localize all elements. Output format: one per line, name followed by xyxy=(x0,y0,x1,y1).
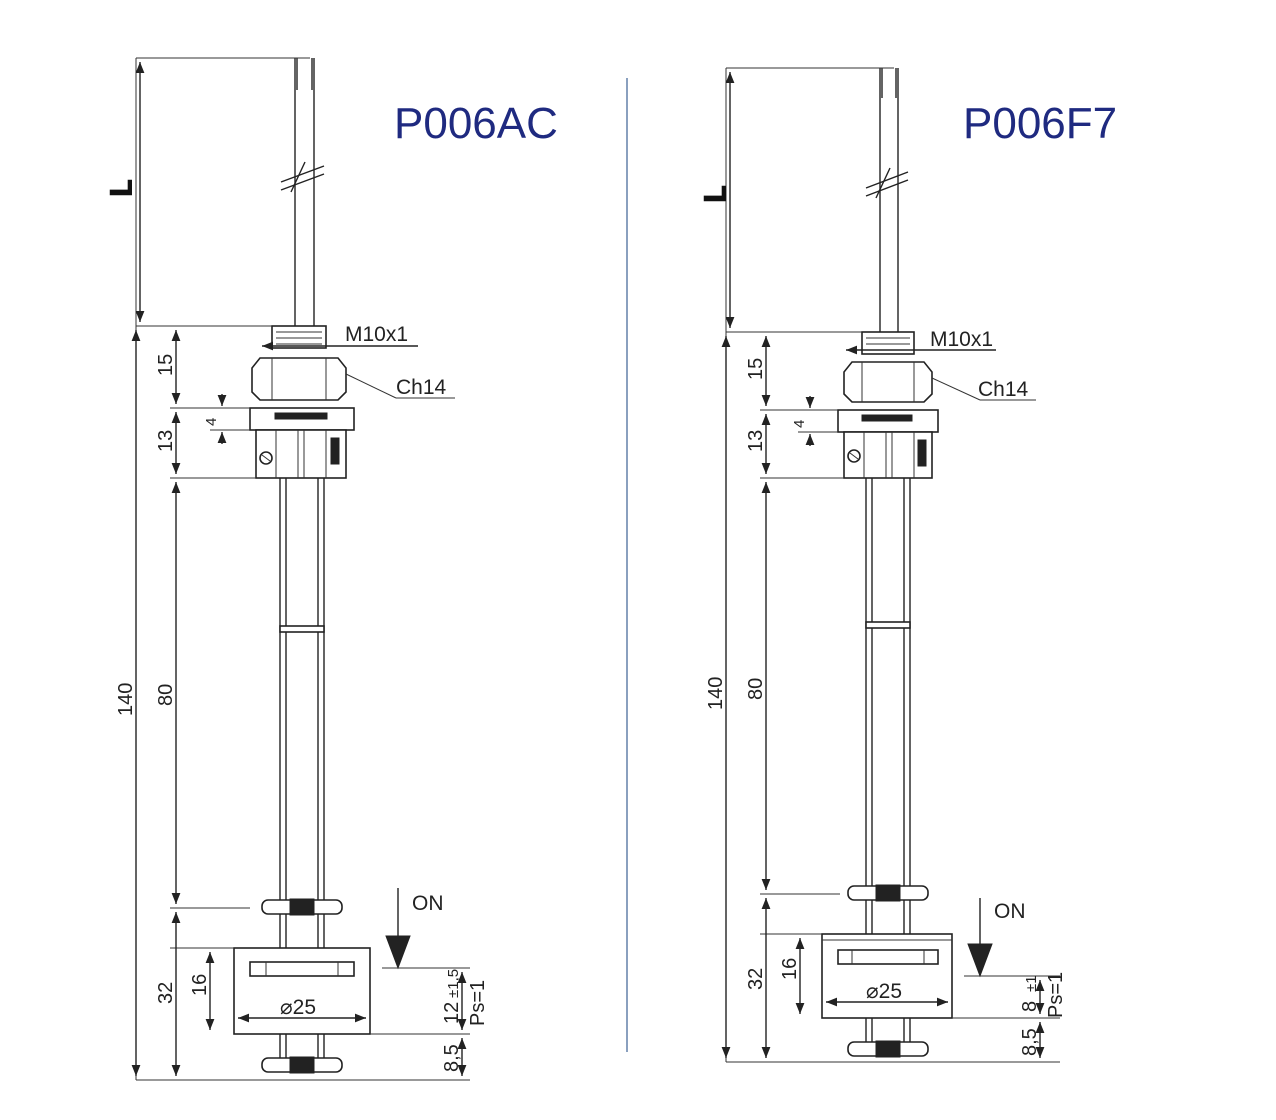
dim-8-5: 8,5 xyxy=(1019,1028,1041,1056)
dim-13: 13 xyxy=(155,430,177,452)
model-title: P006F7 xyxy=(963,99,1117,148)
dim-switch: 12 xyxy=(441,1002,463,1024)
hex-label: Ch14 xyxy=(396,376,447,399)
on-label: ON xyxy=(994,900,1026,923)
dim-16: 16 xyxy=(779,958,801,980)
dim-80: 80 xyxy=(745,678,767,700)
dim-140: 140 xyxy=(705,677,727,710)
model-title: P006AC xyxy=(394,99,558,148)
dim-switch: 8 xyxy=(1019,1001,1041,1012)
on-label: ON xyxy=(412,892,444,915)
sensor-p006ac: P006AC L M10x1 Ch14 xyxy=(105,57,558,1081)
dim-140: 140 xyxy=(115,683,137,716)
thread-label: M10x1 xyxy=(345,323,408,346)
hex-label: Ch14 xyxy=(978,378,1029,401)
dim-L: L xyxy=(105,179,140,198)
dim-16: 16 xyxy=(189,974,211,996)
dim-diameter: ⌀25 xyxy=(280,996,316,1019)
dim-ps: Ps=1 xyxy=(467,980,489,1026)
dim-ps: Ps=1 xyxy=(1045,972,1067,1018)
dim-15: 15 xyxy=(745,358,767,380)
dim-15: 15 xyxy=(155,354,177,376)
dim-32: 32 xyxy=(745,968,767,990)
dim-diameter: ⌀25 xyxy=(866,980,902,1003)
dim-8-5: 8,5 xyxy=(441,1044,463,1072)
dim-4: 4 xyxy=(203,418,220,426)
thread-label: M10x1 xyxy=(930,328,993,351)
dim-L: L xyxy=(699,185,734,204)
dim-4: 4 xyxy=(791,420,808,428)
dim-tolerance: ±1,5 xyxy=(445,969,462,998)
dim-80: 80 xyxy=(155,684,177,706)
dim-13: 13 xyxy=(745,430,767,452)
sensor-p006f7: P006F7 L M10x1 Ch14 xyxy=(699,67,1117,1063)
dim-32: 32 xyxy=(155,982,177,1004)
dim-tolerance: ±1 xyxy=(1023,975,1040,992)
